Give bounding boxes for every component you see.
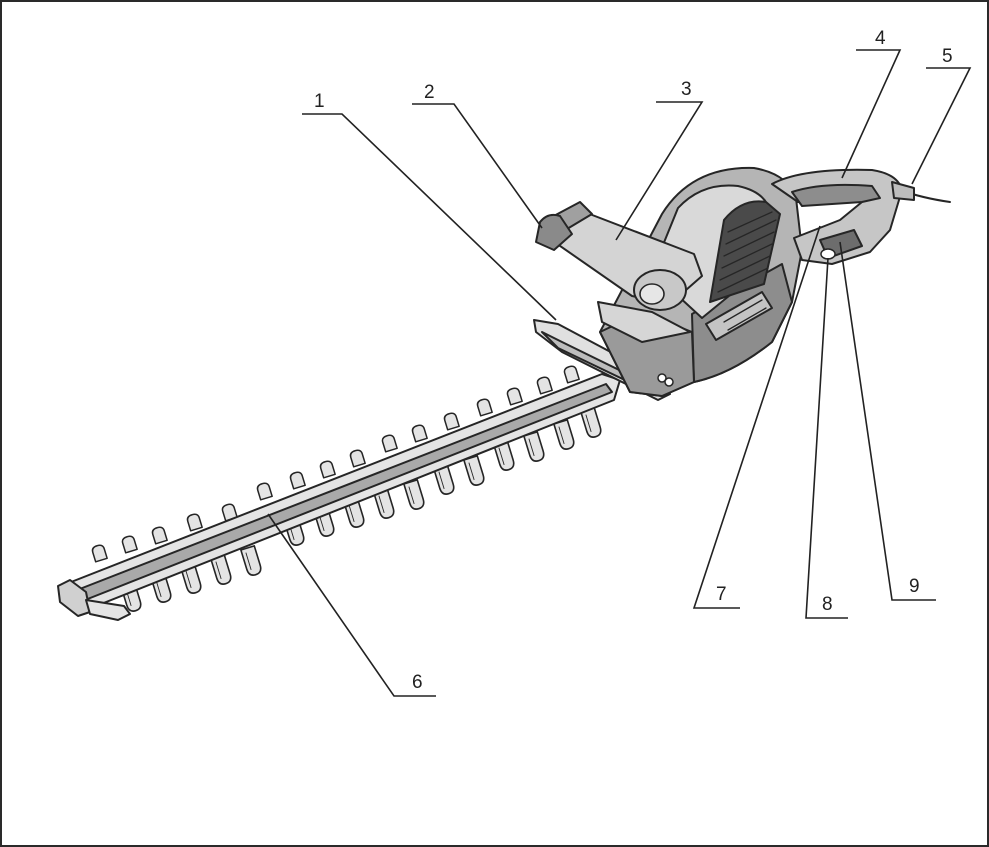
vent-grille bbox=[709, 200, 781, 303]
leader-lines bbox=[267, 49, 972, 697]
callout-4: 4 bbox=[875, 28, 886, 49]
callout-7: 7 bbox=[716, 584, 727, 605]
callout-5: 5 bbox=[942, 46, 953, 67]
callout-8: 8 bbox=[822, 594, 833, 615]
blade-assembly bbox=[57, 364, 621, 621]
callout-9: 9 bbox=[909, 576, 920, 597]
callout-3: 3 bbox=[681, 79, 692, 100]
lock-off-button bbox=[820, 248, 836, 260]
callout-labels: 1 2 3 4 5 6 7 8 9 bbox=[314, 28, 953, 693]
callout-2: 2 bbox=[424, 82, 435, 103]
callout-6: 6 bbox=[412, 672, 423, 693]
front-handle bbox=[535, 201, 703, 343]
callout-1: 1 bbox=[314, 91, 325, 112]
blade-teeth-bottom bbox=[120, 407, 604, 614]
